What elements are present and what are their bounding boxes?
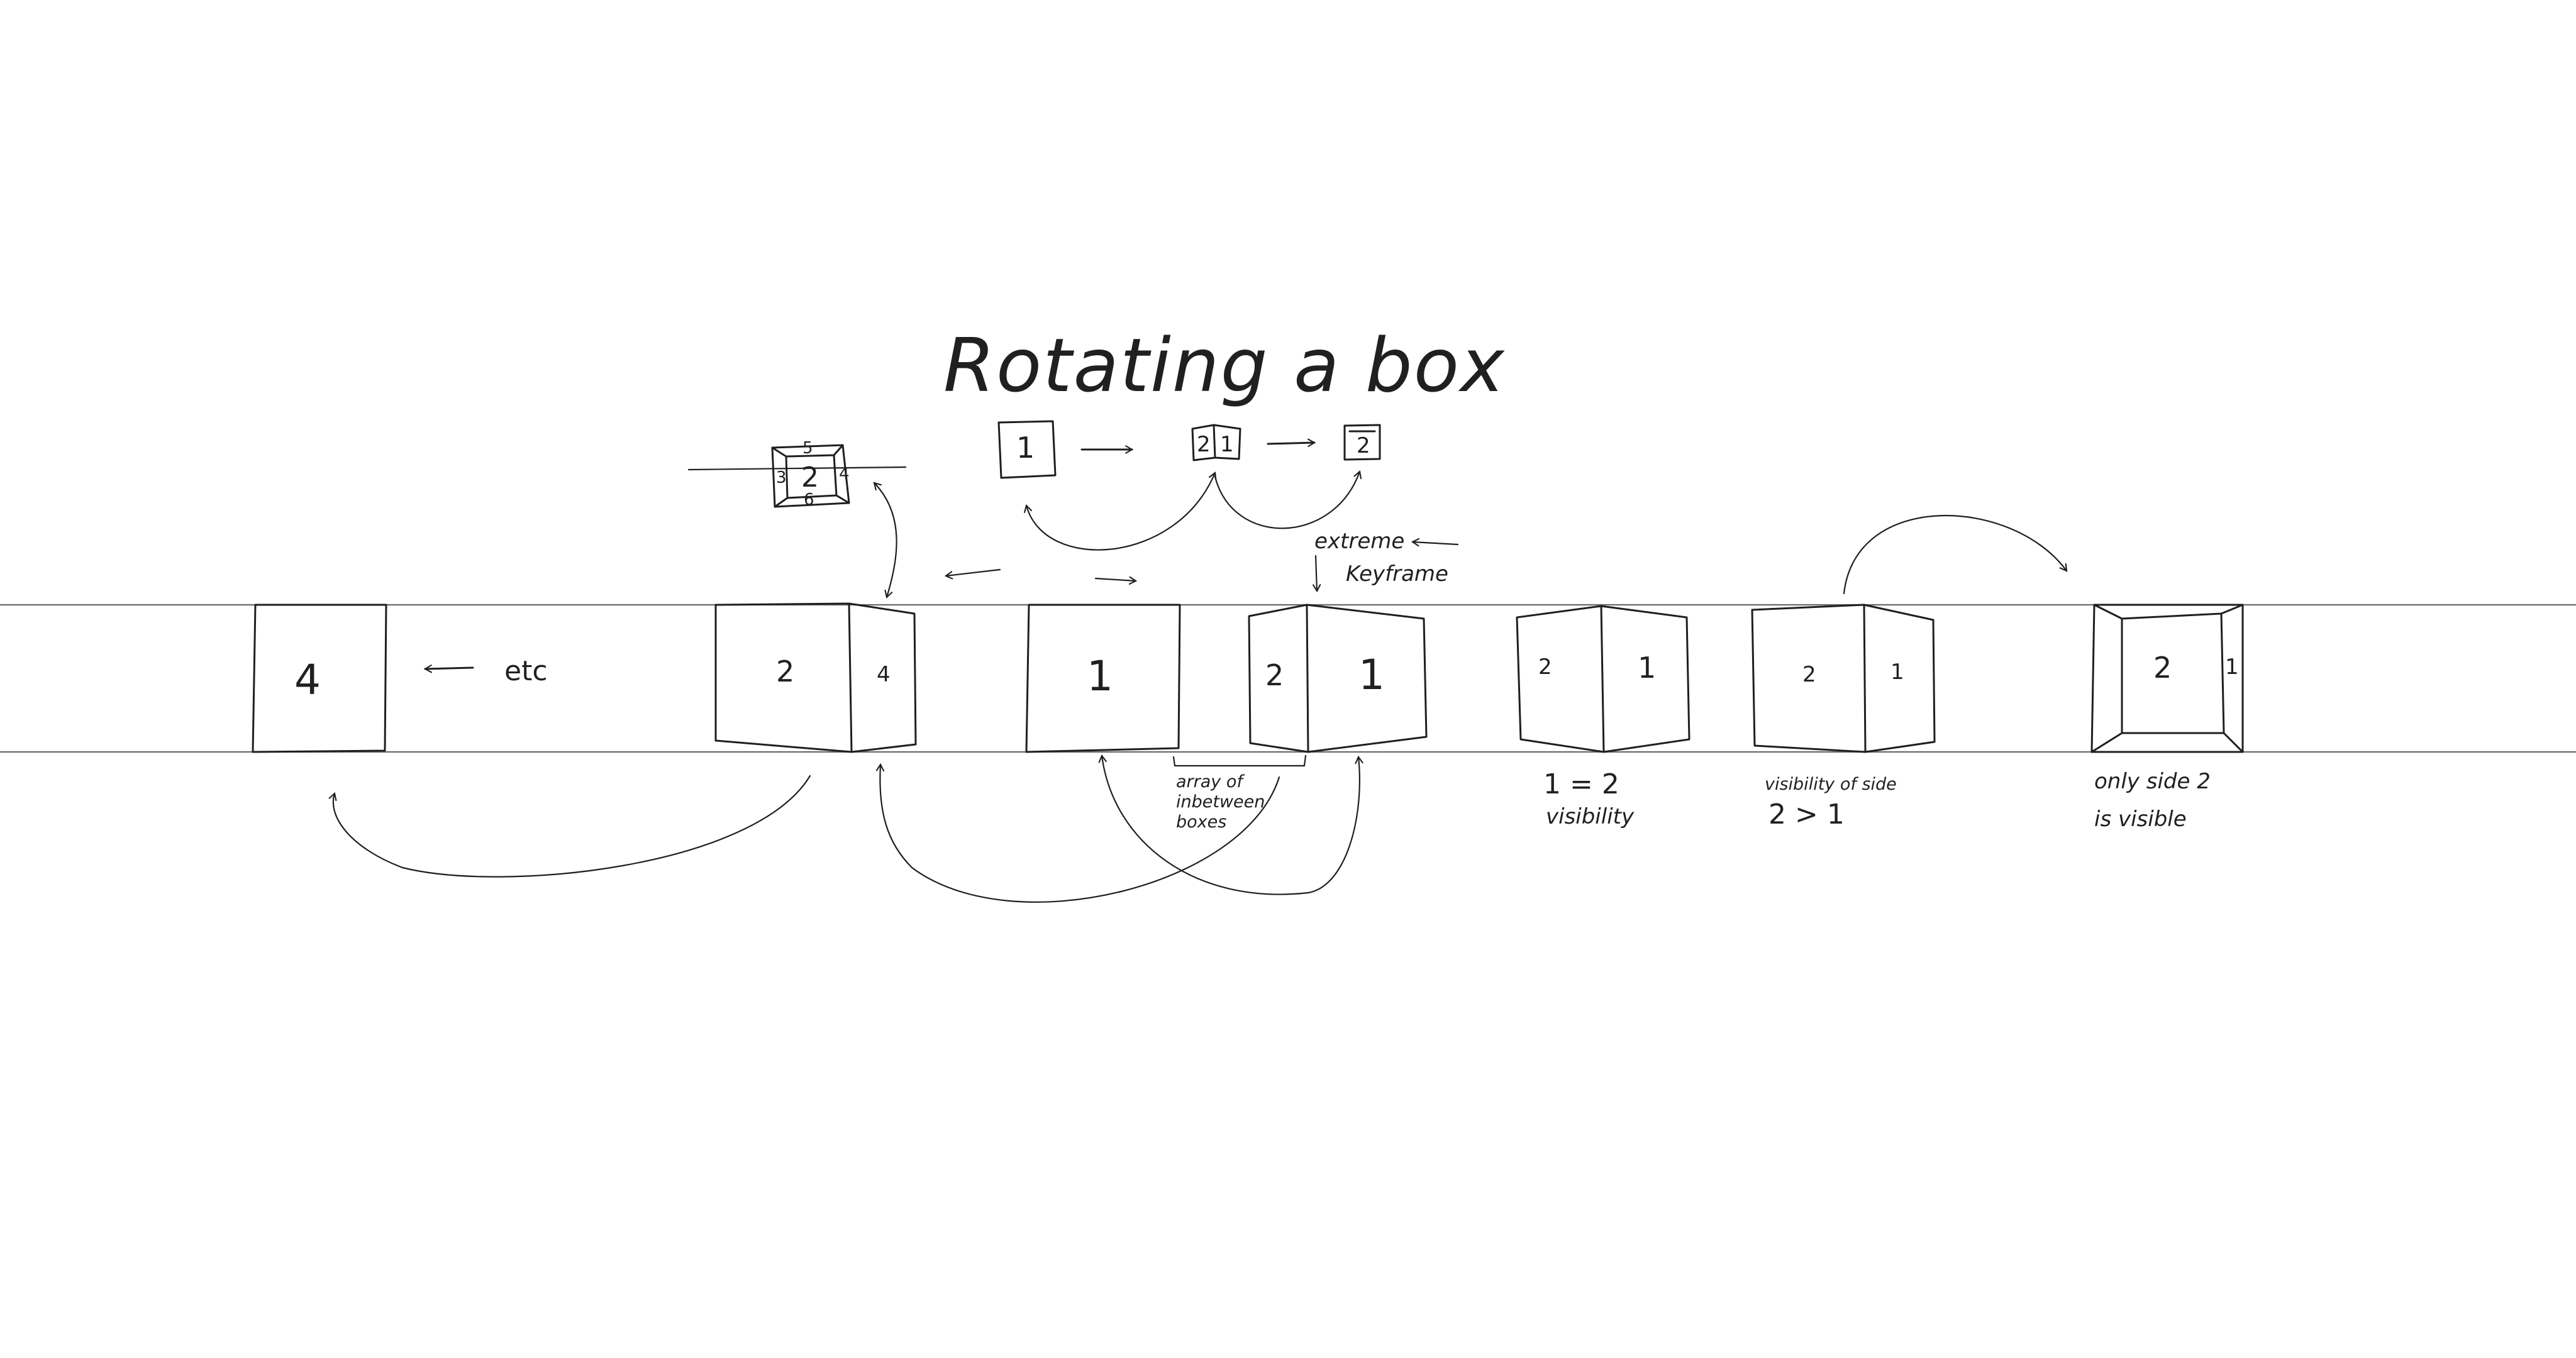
cube-icon-top-label: 5 bbox=[802, 439, 813, 458]
cube-axis-line bbox=[687, 466, 907, 471]
frame-faces-2-1-a: 2 1 bbox=[1248, 604, 1428, 753]
direction-arrow-right bbox=[1094, 576, 1138, 585]
return-arrow-mid bbox=[875, 763, 1280, 903]
top-box-front-label: 1 bbox=[1016, 431, 1035, 465]
sequence-arc-left bbox=[1024, 472, 1217, 551]
greater-visibility-equation: 2 > 1 bbox=[1768, 798, 1845, 831]
cube-icon: 2 5 6 3 4 bbox=[687, 439, 907, 599]
keyframe-note-line2: Keyframe bbox=[1346, 561, 1448, 587]
top-box-turning-right bbox=[1213, 424, 1241, 460]
frame-faces-2-1-a-left-label: 2 bbox=[1265, 658, 1284, 692]
return-arrow-far-left bbox=[328, 775, 811, 878]
equal-visibility-equation: 1 = 2 bbox=[1543, 768, 1619, 800]
cube-icon-bottom-label: 6 bbox=[804, 490, 814, 509]
frame-faces-2-4: 2 4 bbox=[714, 602, 917, 753]
frame-faces-2-4-right-label: 4 bbox=[877, 662, 891, 687]
frame-faces-2-1-c: 2 1 bbox=[1751, 604, 1936, 753]
frame-face-2-front-label: 2 bbox=[2153, 651, 2172, 685]
frame-face-4: 4 bbox=[252, 604, 387, 753]
frame-face-1-box bbox=[1025, 604, 1181, 753]
frame-face-2-front-side-label: 1 bbox=[2225, 654, 2239, 680]
diagram-title: Rotating a box bbox=[943, 322, 1506, 409]
top-box-turning-right-label: 1 bbox=[1220, 432, 1234, 457]
frame-face-4-box bbox=[252, 604, 387, 753]
frame-faces-2-4-left-label: 2 bbox=[776, 654, 794, 688]
frame-faces-2-1-b-left bbox=[1516, 605, 1605, 753]
frame-faces-2-1-b: 2 1 bbox=[1516, 605, 1690, 753]
keyframe-note-line1: extreme bbox=[1314, 529, 1404, 554]
sequence-arc-right bbox=[1214, 470, 1362, 529]
top-sequence: 1 2 1 2 bbox=[997, 420, 1381, 551]
cube-icon-right-label: 4 bbox=[839, 465, 850, 483]
return-arrow-right bbox=[1098, 754, 1363, 895]
top-box-side-view bbox=[1343, 424, 1381, 461]
keyframe-note: extreme Keyframe bbox=[1313, 529, 1459, 593]
direction-arrow-left bbox=[944, 568, 1001, 580]
etc-label: etc bbox=[504, 655, 548, 687]
cube-icon-front-label: 2 bbox=[801, 461, 819, 494]
equal-visibility-caption: visibility bbox=[1546, 804, 1635, 829]
etc-arrow bbox=[423, 665, 474, 673]
cube-icon-connector-arrow bbox=[873, 482, 897, 599]
frame-faces-2-1-c-right bbox=[1863, 604, 1936, 753]
frame-faces-2-1-a-right-label: 1 bbox=[1358, 651, 1385, 699]
top-arrow-2 bbox=[1267, 438, 1316, 447]
frame-face-2-front: 2 1 bbox=[2090, 604, 2244, 753]
frame-faces-2-1-c-right-label: 1 bbox=[1890, 660, 1904, 685]
keyframe-note-left-arrow bbox=[1411, 538, 1459, 547]
cube-icon-left-label: 3 bbox=[776, 468, 787, 487]
frame-faces-2-1-c-left-label: 2 bbox=[1802, 662, 1816, 687]
frame-faces-2-1-a-right bbox=[1306, 604, 1428, 753]
frame-faces-2-4-right bbox=[848, 602, 917, 753]
greater-visibility-caption: visibility of side bbox=[1765, 775, 1897, 794]
top-box-side-label: 2 bbox=[1357, 433, 1370, 458]
frame-faces-2-1-b-right bbox=[1600, 605, 1690, 753]
frame-face-2-front-inner bbox=[2090, 604, 2244, 753]
frame-face-4-label: 4 bbox=[294, 656, 321, 704]
cube-icon-outline bbox=[771, 444, 850, 508]
top-box-turning-left-label: 2 bbox=[1197, 432, 1211, 457]
frame-faces-2-1-b-left-label: 2 bbox=[1538, 654, 1552, 680]
frame-face-1-label: 1 bbox=[1087, 652, 1113, 700]
only-side-note-line2: is visible bbox=[2094, 807, 2187, 832]
jump-arrow bbox=[1843, 515, 2068, 595]
keyframe-note-down-arrow bbox=[1313, 555, 1321, 593]
frame-faces-2-1-b-right-label: 1 bbox=[1638, 651, 1656, 685]
inbetween-note-line1: array of bbox=[1176, 772, 1245, 792]
only-side-note-line1: only side 2 bbox=[2094, 769, 2211, 794]
frame-face-1: 1 bbox=[1025, 604, 1181, 753]
inbetween-bracket bbox=[1172, 754, 1307, 767]
inbetween-note-line3: boxes bbox=[1176, 812, 1226, 832]
inbetween-note-line2: inbetween bbox=[1176, 792, 1265, 812]
